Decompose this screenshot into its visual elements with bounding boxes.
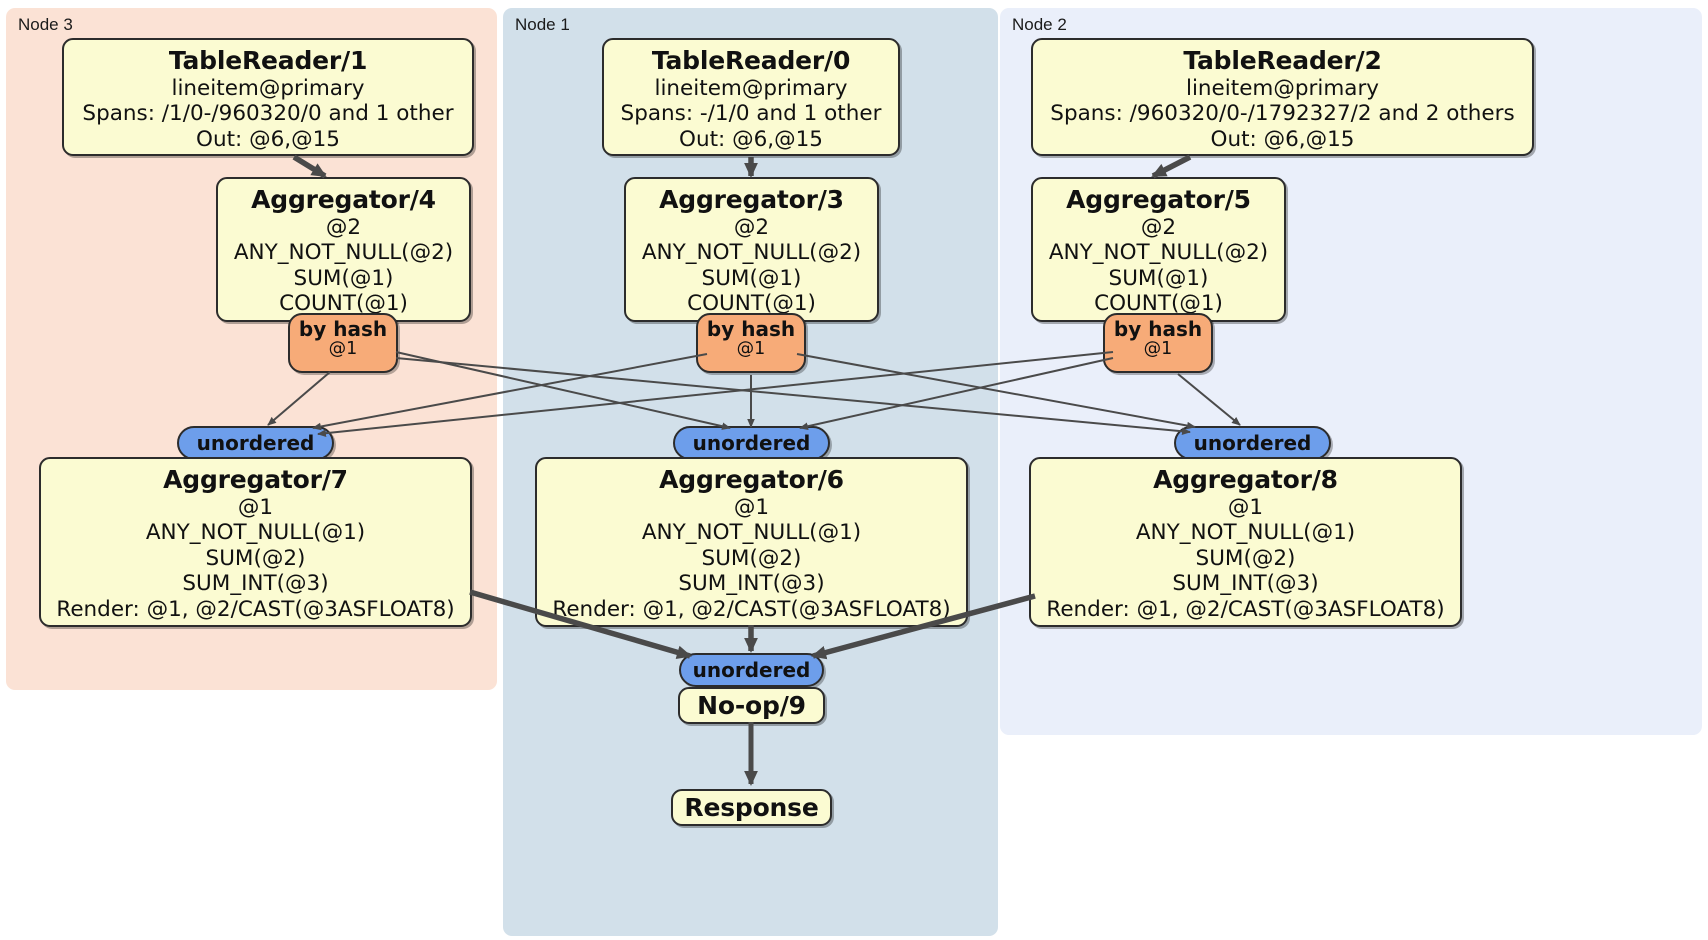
processor-line: SUM(@1) <box>701 265 802 291</box>
processor-line: @1 <box>237 494 274 520</box>
processor-line: Out: @6,@15 <box>679 126 823 152</box>
node-label-node2: Node 2 <box>1012 15 1067 34</box>
router-title: unordered <box>1193 431 1312 455</box>
processor-title: TableReader/0 <box>651 46 851 75</box>
processor-line: Render: @1, @2/CAST(@3ASFLOAT8) <box>1046 596 1445 622</box>
processor-title: Aggregator/8 <box>1153 465 1338 494</box>
processor-line: SUM(@1) <box>1108 265 1209 291</box>
processor-line: lineitem@primary <box>1185 75 1380 101</box>
processor-line: Render: @1, @2/CAST(@3ASFLOAT8) <box>552 596 951 622</box>
processor-line: Spans: /960320/0-/1792327/2 and 2 others <box>1050 101 1515 127</box>
processor-title: Aggregator/4 <box>251 185 436 214</box>
processor-line: Out: @6,@15 <box>196 126 340 152</box>
processor-line: lineitem@primary <box>171 75 365 101</box>
processor-line: @1 <box>1227 494 1264 520</box>
processor-title: Response <box>684 792 819 822</box>
processor-line: Render: @1, @2/CAST(@3ASFLOAT8) <box>56 596 455 622</box>
processor-line: @1 <box>733 494 770 520</box>
processor-line: @2 <box>325 214 362 240</box>
processor-table-reader-2[interactable]: TableReader/2 lineitem@primary Spans: /9… <box>1031 38 1534 156</box>
processor-aggregator-8[interactable]: Aggregator/8 @1 ANY_NOT_NULL(@1) SUM(@2)… <box>1029 457 1462 627</box>
processor-line: SUM(@2) <box>205 545 306 571</box>
router-subtitle: @1 <box>736 339 766 359</box>
router-title: unordered <box>692 658 811 682</box>
processor-line: Spans: /1/0-/960320/0 and 1 other <box>82 101 454 127</box>
processor-line: ANY_NOT_NULL(@2) <box>641 240 862 266</box>
processor-line: ANY_NOT_NULL(@1) <box>641 520 862 546</box>
hash-router-center[interactable]: by hash @1 <box>696 313 806 373</box>
hash-router-right[interactable]: by hash @1 <box>1103 313 1213 373</box>
processor-line: lineitem@primary <box>654 75 848 101</box>
router-subtitle: @1 <box>328 339 358 359</box>
processor-title: TableReader/2 <box>1183 46 1382 75</box>
processor-line: ANY_NOT_NULL(@2) <box>233 240 454 266</box>
processor-line: SUM_INT(@3) <box>1172 571 1319 597</box>
processor-line: ANY_NOT_NULL(@1) <box>145 520 366 546</box>
processor-title: Aggregator/5 <box>1066 185 1251 214</box>
synchronizer-final[interactable]: unordered <box>679 653 824 687</box>
router-title: unordered <box>692 431 811 455</box>
processor-line: ANY_NOT_NULL(@1) <box>1135 520 1356 546</box>
synchronizer-center[interactable]: unordered <box>673 426 830 460</box>
processor-response[interactable]: Response <box>671 789 832 826</box>
processor-noop-9[interactable]: No-op/9 <box>678 687 825 724</box>
router-title: unordered <box>196 431 315 455</box>
processor-line: SUM_INT(@3) <box>182 571 329 597</box>
processor-title: Aggregator/7 <box>163 465 348 494</box>
processor-line: SUM(@2) <box>701 545 802 571</box>
processor-line: @2 <box>733 214 770 240</box>
processor-aggregator-6[interactable]: Aggregator/6 @1 ANY_NOT_NULL(@1) SUM(@2)… <box>535 457 968 627</box>
processor-title: No-op/9 <box>697 690 806 720</box>
processor-line: Out: @6,@15 <box>1210 126 1355 152</box>
processor-table-reader-0[interactable]: TableReader/0 lineitem@primary Spans: -/… <box>602 38 900 156</box>
processor-line: COUNT(@1) <box>1094 291 1223 317</box>
router-title: by hash <box>706 317 796 341</box>
processor-line: SUM(@2) <box>1195 545 1296 571</box>
router-title: by hash <box>298 317 388 341</box>
processor-table-reader-1[interactable]: TableReader/1 lineitem@primary Spans: /1… <box>62 38 474 156</box>
processor-line: SUM(@1) <box>293 265 394 291</box>
router-subtitle: @1 <box>1143 339 1173 359</box>
processor-aggregator-4[interactable]: Aggregator/4 @2 ANY_NOT_NULL(@2) SUM(@1)… <box>216 177 471 322</box>
processor-line: SUM_INT(@3) <box>678 571 825 597</box>
processor-aggregator-5[interactable]: Aggregator/5 @2 ANY_NOT_NULL(@2) SUM(@1)… <box>1031 177 1286 322</box>
processor-title: Aggregator/6 <box>659 465 844 494</box>
processor-title: TableReader/1 <box>168 46 368 75</box>
router-title: by hash <box>1113 317 1203 341</box>
processor-line: Spans: -/1/0 and 1 other <box>620 101 882 127</box>
processor-line: COUNT(@1) <box>279 291 408 317</box>
processor-line: @2 <box>1140 214 1177 240</box>
node-label-node3: Node 3 <box>18 15 73 34</box>
processor-title: Aggregator/3 <box>659 185 844 214</box>
hash-router-left[interactable]: by hash @1 <box>288 313 398 373</box>
synchronizer-left[interactable]: unordered <box>177 426 334 460</box>
processor-aggregator-7[interactable]: Aggregator/7 @1 ANY_NOT_NULL(@1) SUM(@2)… <box>39 457 472 627</box>
processor-aggregator-3[interactable]: Aggregator/3 @2 ANY_NOT_NULL(@2) SUM(@1)… <box>624 177 879 322</box>
node-label-node1: Node 1 <box>515 15 570 34</box>
synchronizer-right[interactable]: unordered <box>1174 426 1331 460</box>
processor-line: COUNT(@1) <box>687 291 816 317</box>
processor-line: ANY_NOT_NULL(@2) <box>1048 240 1269 266</box>
